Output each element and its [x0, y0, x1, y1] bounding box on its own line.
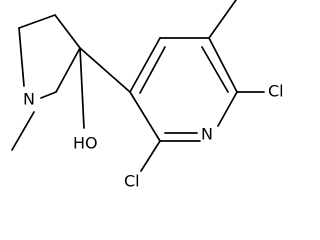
- pyrrolidine-ring: [18, 14, 81, 99]
- bond-c2-cl: [140, 140, 161, 172]
- bond-pyr-c6-n: [217, 91, 238, 127]
- bond-n-methyl: [11, 111, 35, 151]
- bond-c4-c5: [54, 14, 81, 49]
- bond-pyr-c2-c3: [129, 91, 161, 142]
- bond-pyr-c5-c6-inner: [201, 46, 229, 93]
- atom-label-n-pyrrolidine: N: [23, 90, 35, 109]
- bond-pyr-c3-c4: [129, 37, 161, 93]
- bond-pyr-c5-c6: [208, 37, 238, 93]
- bond-pyr-c3-c4-inner: [139, 46, 166, 94]
- bond-n1-c3: [18, 27, 25, 87]
- bond-c5-methyl: [208, 0, 237, 39]
- bond-c2-oh: [79, 47, 85, 129]
- pyridine-ring: [129, 37, 238, 142]
- atom-label-n-pyridine: N: [201, 125, 213, 144]
- bond-c2-pyridine: [79, 47, 131, 93]
- atom-label-cl-right: Cl: [268, 82, 284, 101]
- bond-c3-c4: [18, 14, 56, 29]
- atom-label-hydroxyl: HO: [73, 134, 98, 153]
- atom-label-cl-bottom: Cl: [124, 172, 140, 191]
- bond-c5-c2: [55, 47, 81, 93]
- bond-c2-n1: [40, 91, 57, 99]
- chemical-structure: N HO N Cl Cl: [11, 0, 284, 191]
